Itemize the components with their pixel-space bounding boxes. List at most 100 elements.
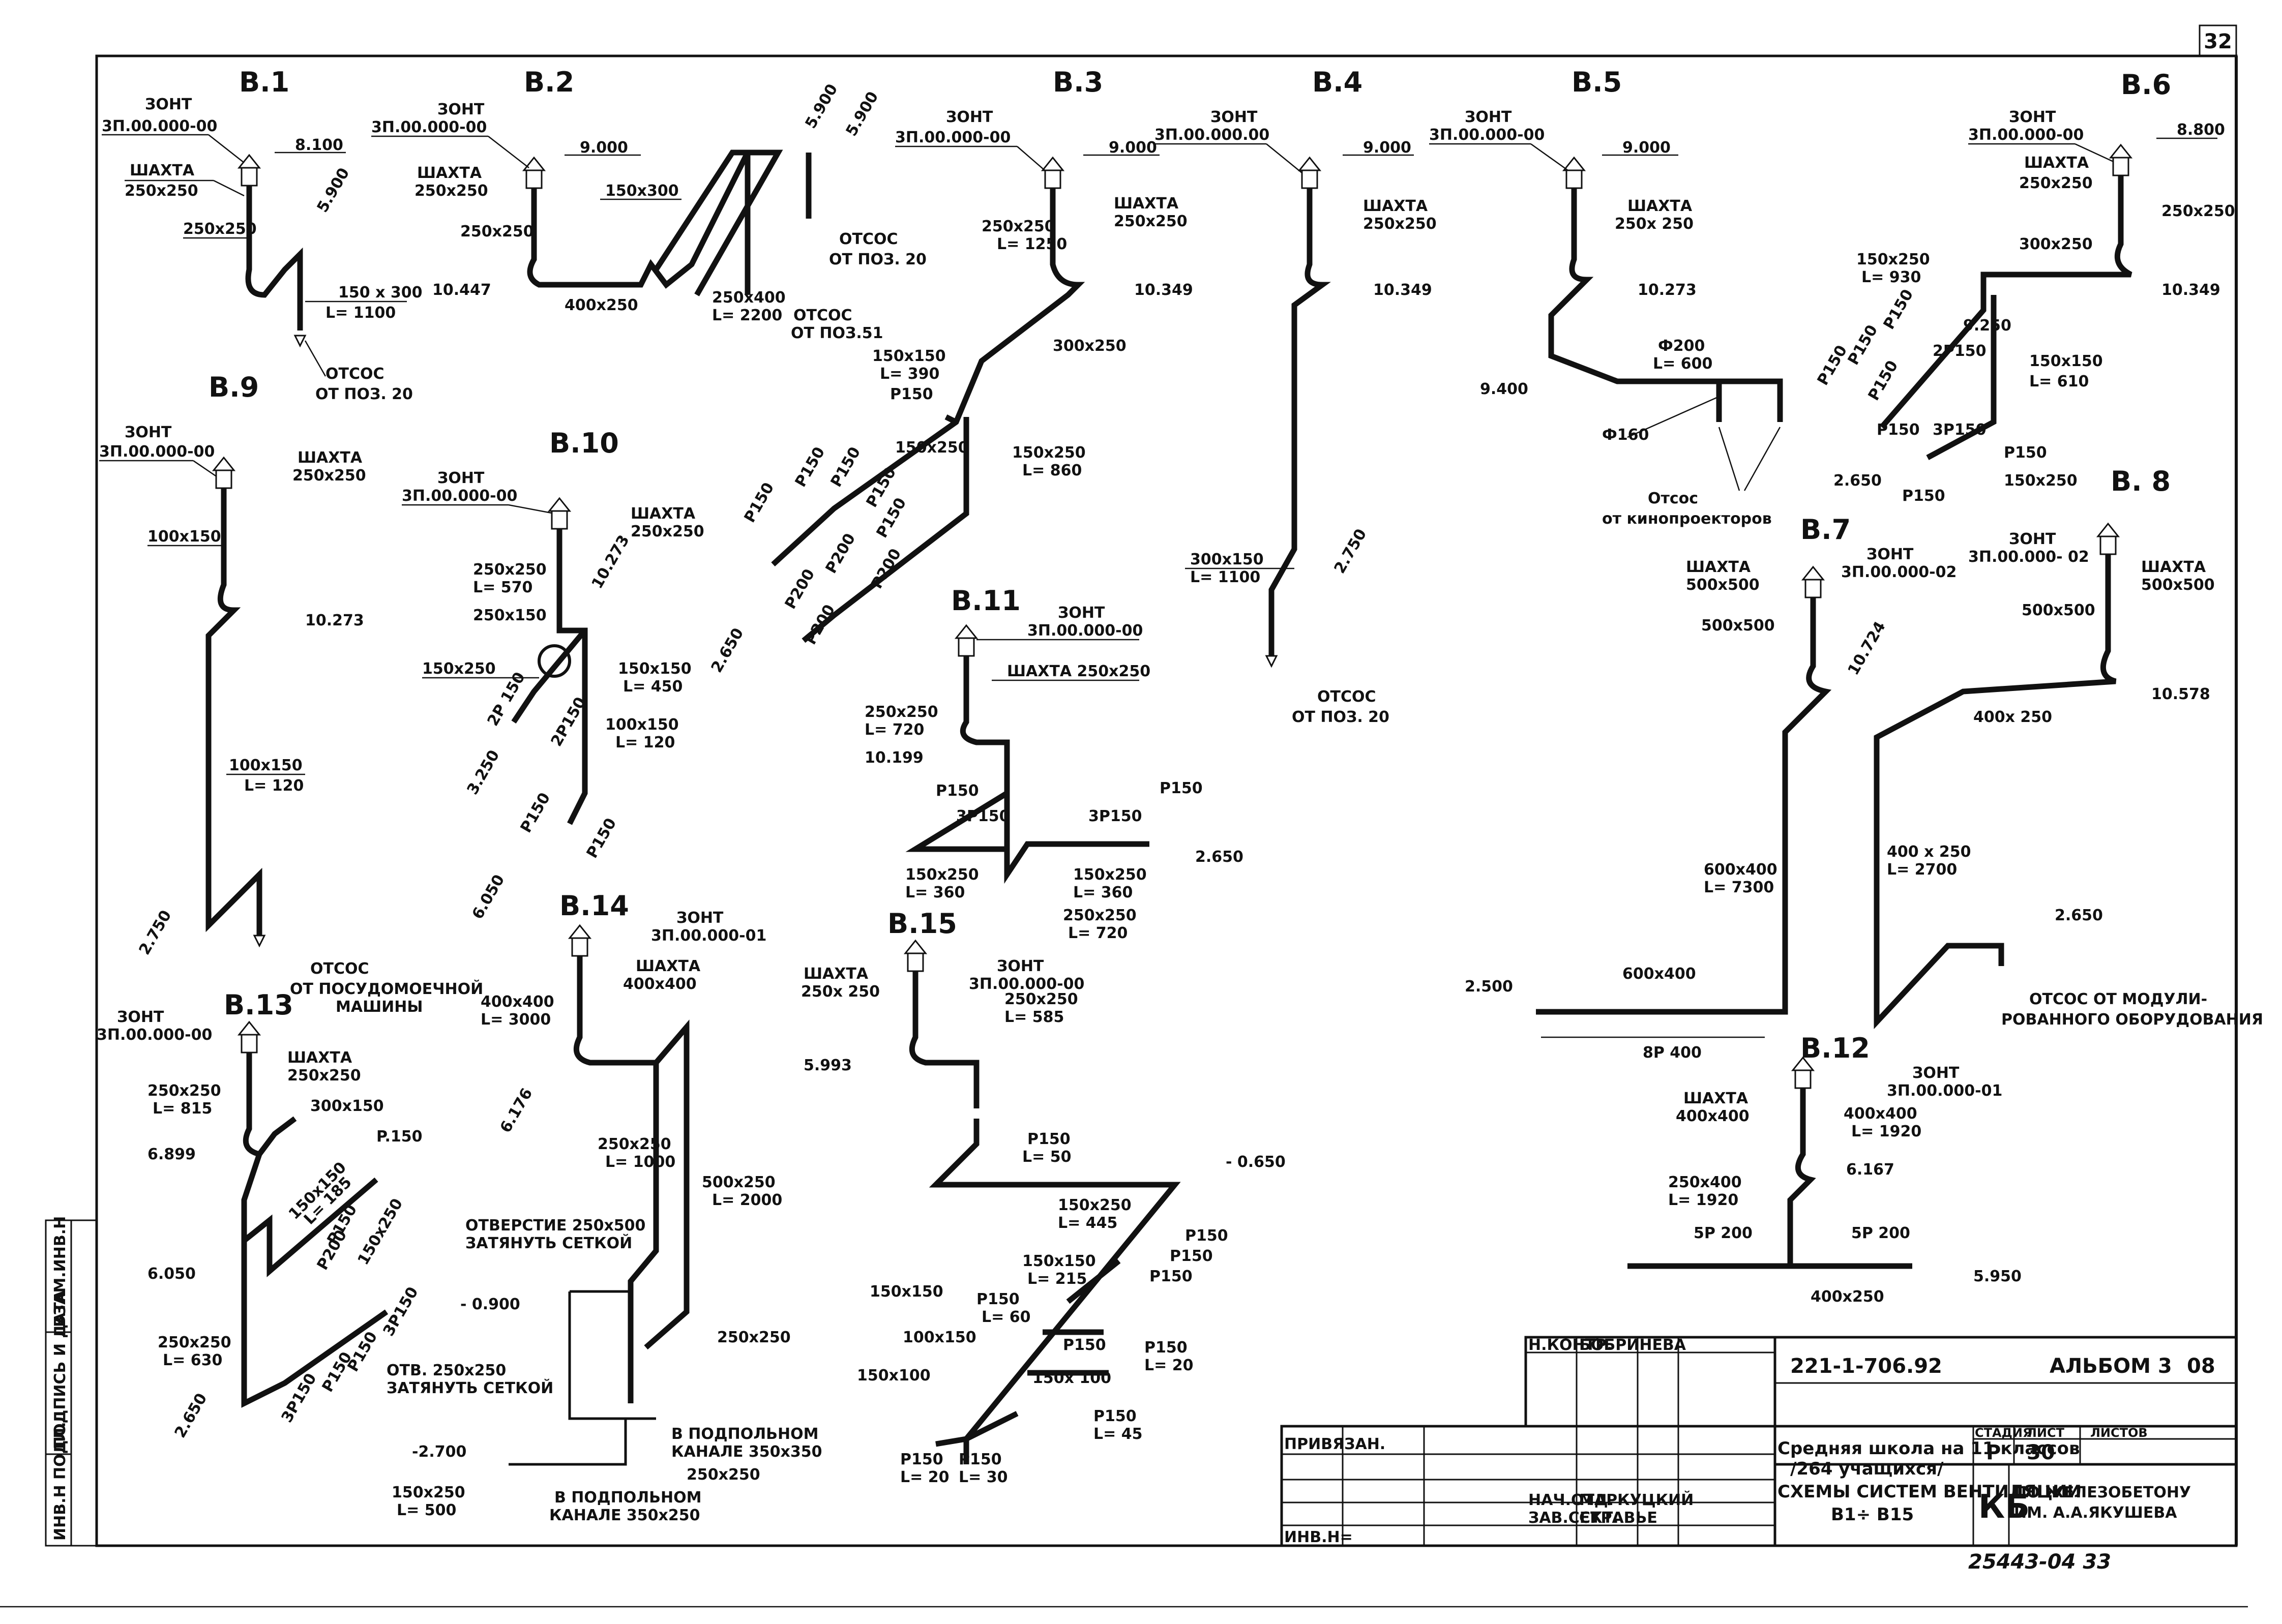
v10-shaft-size: 250x250 bbox=[631, 523, 704, 540]
v10-title: В.10 bbox=[549, 427, 619, 459]
v1-exhaust: ОТСОС bbox=[325, 365, 384, 383]
v3-d3-len: L= 860 bbox=[1022, 462, 1082, 479]
v5-elev-low: 9.400 bbox=[1480, 380, 1528, 398]
tb-album-sheet: 08 bbox=[2187, 1355, 2215, 1378]
v13-elev: 6.899 bbox=[147, 1146, 196, 1163]
v5-round2: Ф160 bbox=[1602, 426, 1649, 444]
v2-riser-len: L= 2200 bbox=[712, 307, 782, 324]
v10-d5: 100x150 bbox=[605, 716, 679, 734]
v9-exhaust: ОТСОС bbox=[310, 960, 369, 978]
v6-shaft: ШАХТА bbox=[2024, 154, 2089, 172]
system-v7: В.7 ШАХТА 500x500 ЗОНТ 3П.00.000-02 500x… bbox=[1465, 514, 1957, 1062]
v2-elev-top: 9.000 bbox=[580, 139, 628, 157]
v11-d3-len: L= 360 bbox=[1073, 884, 1133, 901]
v1-zont-code: 3П.00.000-00 bbox=[102, 117, 217, 135]
v6-d3: 150x150 bbox=[2029, 352, 2103, 370]
v15-d2-len: L= 445 bbox=[1058, 1214, 1117, 1232]
v15-p3-len: L= 20 bbox=[1144, 1357, 1193, 1374]
v15-zont: ЗОНТ bbox=[997, 957, 1044, 975]
v12-shaft-size: 400x400 bbox=[1676, 1107, 1750, 1125]
v11-zont: ЗОНТ bbox=[1058, 604, 1105, 622]
v14-hole2b: ЗАТЯНУТЬ СЕТКОЙ bbox=[387, 1379, 553, 1397]
tb-sheets-h: ЛИСТОВ bbox=[2090, 1426, 2148, 1440]
v15-d4: 150x150 bbox=[870, 1283, 943, 1301]
v11-shaft: ШАХТА 250x250 bbox=[1007, 663, 1150, 680]
v2-elev-r2: 5.900 bbox=[843, 88, 882, 139]
v13-grille: P200 bbox=[314, 1227, 351, 1273]
v11-d4-len: L= 720 bbox=[1068, 924, 1128, 942]
v15-grille: P150 bbox=[1063, 1336, 1106, 1354]
tb-org2: ИМ. А.А.ЯКУШЕВА bbox=[2014, 1504, 2177, 1522]
title-block: Н.КОНТР. БОБРИНЕВА НАЧ.ОТД. МАРКУЦКИЙ ЗА… bbox=[1280, 1336, 2238, 1547]
v14-ch2b: КАНАЛЕ 350x250 bbox=[549, 1507, 700, 1524]
tb-bound: ПРИВЯЗАН. bbox=[1284, 1435, 1385, 1453]
v4-elev-low: 2.750 bbox=[1331, 526, 1371, 577]
v2-elev-low: 10.447 bbox=[432, 281, 491, 299]
v14-hole1: ОТВЕРСТИЕ 250x500 bbox=[465, 1217, 645, 1235]
v14-hole1b: ЗАТЯНУТЬ СЕТКОЙ bbox=[465, 1234, 632, 1252]
v11-title: В.11 bbox=[951, 585, 1021, 617]
v10-elev: 10.273 bbox=[588, 532, 633, 592]
v15-p4: P150 bbox=[1093, 1407, 1137, 1425]
v13-d2: 300x150 bbox=[310, 1097, 384, 1115]
v13-d1-len: L= 815 bbox=[153, 1100, 212, 1118]
v12-g2: 5P 200 bbox=[1851, 1224, 1910, 1242]
v8-shaft: ШАХТА bbox=[2141, 558, 2206, 576]
v7-riser-len: L= 7300 bbox=[1704, 879, 1774, 896]
v15-elev-low: - 0.650 bbox=[1226, 1153, 1286, 1171]
v11-elev-low: 2.650 bbox=[1195, 848, 1243, 866]
v3-p1: P150 bbox=[890, 385, 933, 403]
v15-d1: 250x250 bbox=[1004, 990, 1078, 1008]
stamp-inv: ИНВ.Н ПОДЛ. bbox=[51, 1422, 69, 1541]
v14-title: В.14 bbox=[559, 890, 629, 922]
v12-shaft: ШАХТА bbox=[1683, 1090, 1748, 1107]
v11-d1-len: L= 720 bbox=[865, 721, 924, 739]
v5-exhaust-from: от кинопроекторов bbox=[1602, 510, 1772, 528]
v15-p2-len: L= 60 bbox=[982, 1308, 1030, 1326]
v14-d2-len: L= 1000 bbox=[605, 1153, 675, 1171]
v6-d2: 150x250 bbox=[1856, 251, 1930, 268]
v9-d1: 100x150 bbox=[147, 528, 221, 546]
tb-sheet-h: ЛИСТ bbox=[2027, 1426, 2065, 1440]
page-number: 32 bbox=[2204, 30, 2232, 53]
v12-d2-len: L= 1920 bbox=[1668, 1191, 1738, 1209]
v10-grille: P150 bbox=[583, 815, 620, 861]
v6-d3-len: L= 610 bbox=[2029, 373, 2089, 390]
v14-elev-mid: - 0.900 bbox=[460, 1296, 520, 1313]
v10-d2: 250x150 bbox=[473, 607, 547, 624]
system-v2: В.2 ЗОНТ 3П.00.000-00 ШАХТА 250x250 9.00… bbox=[371, 66, 927, 342]
v7-riser: 600x400 bbox=[1704, 861, 1777, 879]
v13-grille: P.150 bbox=[376, 1128, 423, 1146]
v15-grille: P150 bbox=[1185, 1227, 1228, 1245]
v3-zont-code: 3П.00.000-00 bbox=[895, 129, 1011, 146]
v12-elev-low: 5.950 bbox=[1973, 1268, 2022, 1285]
system-v8: В. 8 ЗОНТ 3П.00.000- 02 ШАХТА 500x500 50… bbox=[1874, 465, 2263, 1029]
v3-duct-len: L= 1250 bbox=[997, 235, 1067, 253]
tb-drawing2: В1÷ В15 bbox=[1831, 1505, 1914, 1525]
v2-shaft: ШАХТА bbox=[417, 164, 482, 182]
v8-elev-low: 2.650 bbox=[2055, 907, 2103, 924]
v4-duct: 300x150 bbox=[1190, 551, 1264, 568]
v4-shaft: ШАХТА bbox=[1363, 197, 1428, 215]
v11-d2-len: L= 360 bbox=[905, 884, 965, 901]
v15-title: В.15 bbox=[887, 908, 957, 940]
v15-elev: 5.993 bbox=[804, 1057, 852, 1074]
v14-shaft: ШАХТА bbox=[636, 957, 701, 975]
v10-grille: P150 bbox=[517, 790, 554, 836]
v4-exhaust-from: ОТ ПОЗ. 20 bbox=[1292, 708, 1389, 726]
v4-zont-code: 3П.00.000.00 bbox=[1154, 126, 1269, 144]
v1-shaft-size: 250x250 bbox=[125, 182, 198, 200]
v14-d1-len: L= 3000 bbox=[481, 1011, 551, 1029]
v13-elev-mid: 6.050 bbox=[147, 1265, 196, 1283]
v5-round: Ф200 bbox=[1658, 337, 1705, 355]
tb-doc-code: 221-1-706.92 bbox=[1790, 1355, 1942, 1378]
v3-title: В.3 bbox=[1053, 66, 1103, 98]
v3-grille: P200 bbox=[868, 546, 905, 592]
system-v3: В.3 ЗОНТ 3П.00.000-00 9.000 ШАХТА 250x25… bbox=[708, 66, 1193, 676]
v14-shaft-size: 400x400 bbox=[623, 975, 697, 993]
page-number-box bbox=[2199, 24, 2237, 57]
v5-exhaust: Отсос bbox=[1648, 490, 1698, 507]
v11-grille: 3P150 bbox=[1088, 807, 1142, 825]
